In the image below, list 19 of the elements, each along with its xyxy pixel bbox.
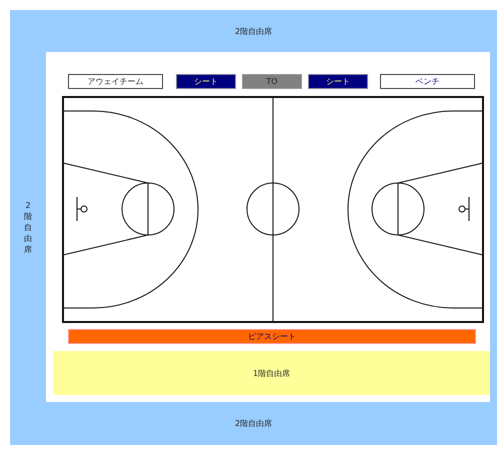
lower-seating-area — [53, 351, 490, 395]
upper-seating-band — [10, 10, 497, 52]
seat-area-label: ピアスシート — [248, 331, 296, 342]
table-officials-label — [242, 74, 302, 89]
seat-area-label: アウェイチーム — [88, 76, 144, 87]
seat-label — [176, 74, 236, 89]
upper-seating-band — [10, 402, 497, 445]
courtside-seat-band — [68, 329, 476, 344]
team-label — [68, 74, 163, 89]
seat-area-label: 1階自由席 — [252, 368, 290, 378]
seat-area-label: TO — [266, 77, 278, 86]
seat-area-label: 2階自由席 — [24, 200, 32, 254]
seat-area-label: ベンチ — [416, 76, 440, 87]
seat-area-label: 2階自由席 — [234, 418, 272, 429]
seat-area-label: シート — [194, 76, 218, 87]
seat-label — [308, 74, 368, 89]
bench-label — [380, 74, 475, 89]
seat-area-label: 2階自由席 — [234, 26, 272, 36]
seat-area-label: シート — [326, 76, 350, 87]
